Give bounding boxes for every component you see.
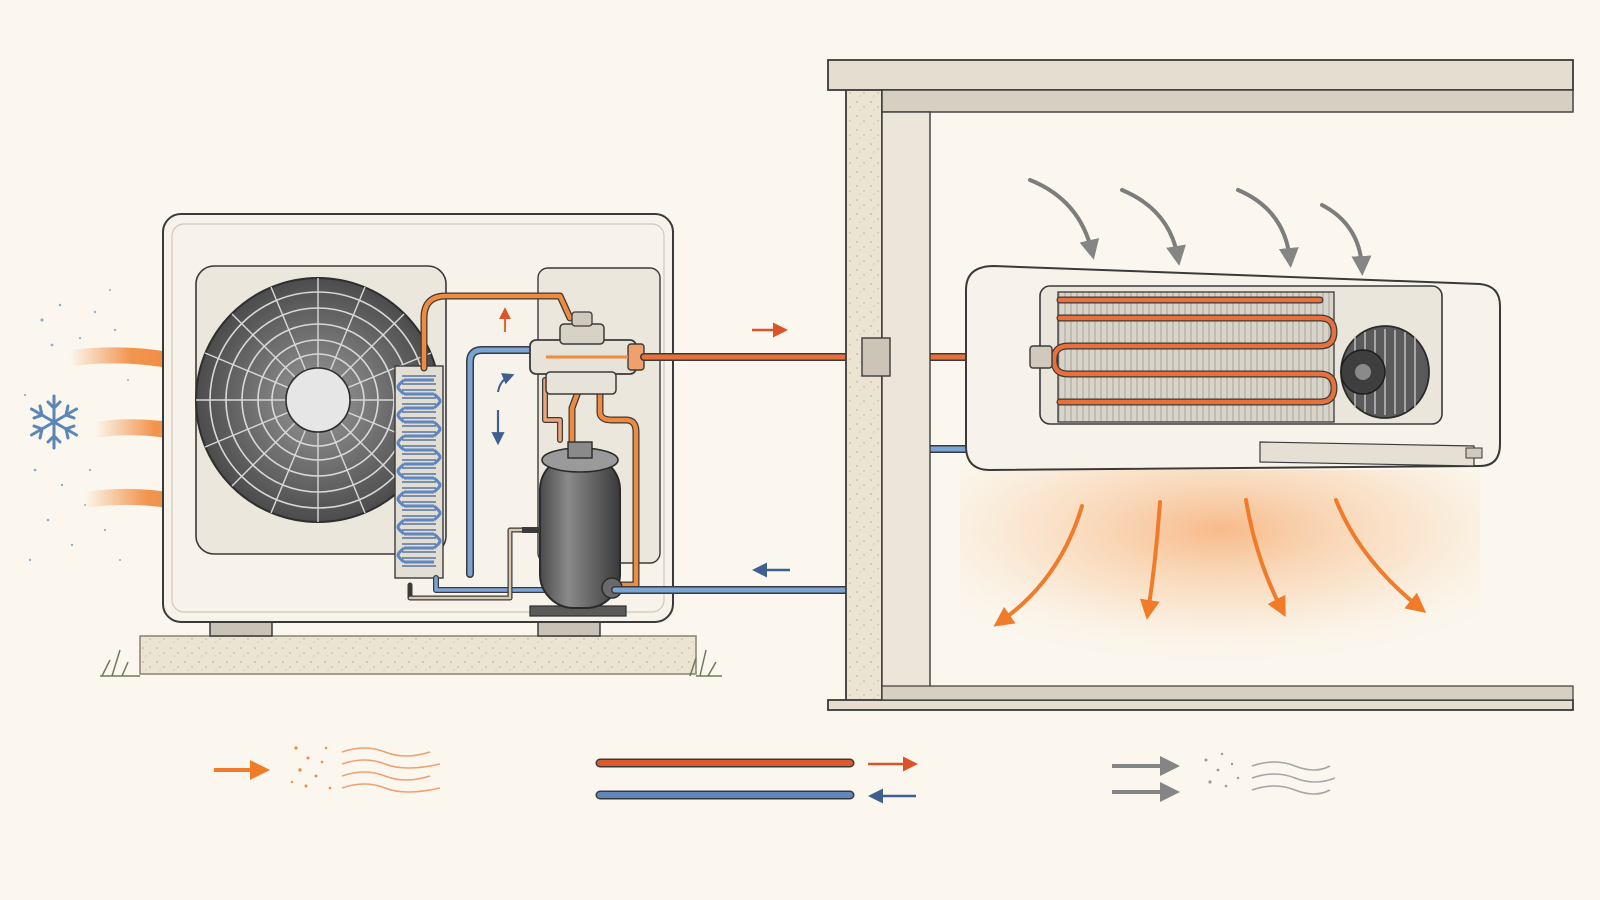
line-set-flow-arrows [752, 322, 790, 578]
outdoor-piping [407, 292, 640, 601]
legend-outdoor-air [214, 746, 441, 793]
compressor [522, 441, 627, 617]
return-air-arrows [1028, 178, 1372, 276]
internal-flow-arrows [491, 307, 515, 446]
supply-air-arrows [993, 498, 1427, 627]
concrete-pad [139, 635, 697, 675]
building-wall [827, 59, 1574, 711]
indoor-coil-condenser [1029, 291, 1338, 423]
legend-refrigerant-lines [595, 756, 918, 804]
reversing-valve [529, 311, 645, 395]
indoor-blower [1340, 325, 1430, 419]
legend [214, 746, 1336, 804]
legend-indoor-air [1112, 752, 1336, 802]
outdoor-coil-evaporator [394, 365, 444, 579]
snowflake-icon [30, 394, 78, 450]
outdoor-fan [195, 277, 441, 523]
grass [100, 649, 722, 677]
warm-air-glow [960, 470, 1480, 670]
